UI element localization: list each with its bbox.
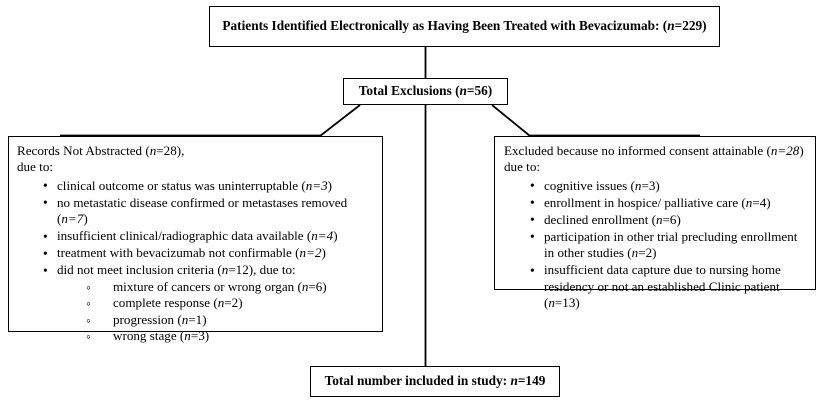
box-exclusions-label: Total Exclusions (n=56): [359, 83, 492, 100]
bullet-text: did not meet inclusion criteria (: [57, 262, 222, 278]
bullet-text-after: =4): [752, 194, 771, 210]
bullet-text: clinical outcome or status was uninterru…: [57, 177, 306, 193]
box-bottom-n-value: =149: [517, 373, 546, 389]
left-box-bullet-list: clinical outcome or status was uninterru…: [17, 177, 374, 346]
bullet-text-after: ): [83, 211, 88, 227]
list-item-inclusion-criteria: did not meet inclusion criteria (n=12), …: [43, 262, 374, 346]
left-box-heading: Records Not Abstracted (n=28),: [17, 143, 374, 159]
sub-bullet-text-after: =1): [188, 311, 207, 327]
box-exclusions-n-value: =56): [466, 83, 493, 99]
left-box-heading-n: n: [149, 143, 157, 158]
box-bottom-n-symbol: n: [510, 373, 518, 389]
bullet-text: insufficient data capture due to nursing…: [544, 262, 781, 311]
box-total-exclusions: Total Exclusions (n=56): [343, 78, 508, 105]
bullet-text-after: ): [333, 228, 338, 244]
bullet-text-after: ): [327, 177, 333, 193]
left-box-sub-bullet-list: mixture of cancers or wrong organ (n=6) …: [57, 278, 374, 346]
box-bottom-label: Total number included in study: n=149: [325, 373, 546, 390]
bullet-n: n: [655, 211, 663, 227]
sub-list-item: wrong stage (n=3): [86, 328, 374, 346]
list-item: no metastatic disease confirmed or metas…: [43, 194, 374, 228]
bullet-n: n=3: [305, 177, 328, 193]
box-top-label: Patients Identified Electronically as Ha…: [222, 18, 706, 35]
bullet-text: declined enrollment (: [544, 211, 656, 227]
right-box-heading-n: n=28: [770, 143, 800, 158]
box-excluded-no-consent: Excluded because no informed consent att…: [494, 136, 816, 310]
box-records-not-abstracted: Records Not Abstracted (n=28), due to: c…: [8, 136, 383, 346]
list-item: treatment with bevacizumab not confirmab…: [43, 245, 374, 263]
sub-bullet-n: n: [181, 311, 189, 327]
bullet-text-after: ): [321, 245, 326, 261]
left-box-subheading: due to:: [17, 159, 54, 175]
right-box-heading-text: Excluded because no informed consent att…: [504, 143, 771, 158]
sub-list-item: progression (n=1): [86, 311, 374, 330]
bullet-n: n=4: [311, 228, 334, 244]
left-box-heading-text: Records Not Abstracted (: [17, 143, 150, 158]
bullet-text: no metastatic disease confirmed or metas…: [57, 194, 348, 227]
left-box-heading-after: =28),: [156, 143, 185, 158]
sub-bullet-text: progression (: [113, 311, 182, 327]
sub-bullet-n: n: [184, 328, 191, 344]
bullet-n: n: [634, 177, 642, 193]
bullet-text: cognitive issues (: [544, 177, 635, 193]
bullet-text-after: =3): [641, 177, 660, 193]
bullet-text-after: =2): [638, 245, 657, 261]
bullet-n: n=7: [61, 211, 84, 227]
box-top-n-symbol: n: [667, 18, 675, 34]
list-item: insufficient data capture due to nursing…: [530, 262, 807, 311]
bullet-n: n: [745, 194, 753, 210]
sub-bullet-text: wrong stage (: [113, 328, 185, 344]
sub-bullet-n: n: [217, 295, 225, 311]
right-box-heading-after: ): [799, 143, 804, 158]
right-box-subheading: due to:: [504, 159, 541, 175]
bullet-n: n: [221, 262, 229, 278]
bullet-text-after: =6): [662, 211, 681, 227]
sub-bullet-n: n: [301, 278, 309, 294]
box-patients-identified: Patients Identified Electronically as Ha…: [209, 6, 720, 47]
sub-bullet-text-after: =2): [224, 295, 243, 311]
bullet-text: participation in other trial precluding …: [544, 228, 798, 261]
bullet-n: n: [631, 245, 639, 261]
list-item: cognitive issues (n=3): [530, 177, 807, 195]
box-total-included: Total number included in study: n=149: [310, 366, 560, 397]
bullet-text: insufficient clinical/radiographic data …: [57, 228, 312, 244]
sub-bullet-text-after: =3): [190, 328, 210, 344]
sub-bullet-text: mixture of cancers or wrong organ (: [113, 278, 302, 294]
sub-list-item: mixture of cancers or wrong organ (n=6): [86, 278, 374, 297]
bullet-text: enrollment in hospice/ palliative care (: [544, 194, 746, 210]
list-item: declined enrollment (n=6): [530, 211, 807, 229]
list-item: clinical outcome or status was uninterru…: [43, 177, 374, 195]
box-bottom-text: Total number included in study:: [324, 373, 511, 389]
bullet-n: n=2: [299, 245, 322, 261]
list-item: participation in other trial precluding …: [530, 228, 807, 262]
connector-exclusions-to-left: [319, 104, 361, 137]
box-exclusions-n-symbol: n: [459, 83, 467, 99]
bullet-text: treatment with bevacizumab not confirmab…: [57, 245, 300, 261]
sub-bullet-text-after: =6): [308, 278, 327, 294]
bullet-text-after: =12), due to:: [228, 262, 296, 278]
bullet-n: n: [548, 295, 555, 311]
list-item: insufficient clinical/radiographic data …: [43, 228, 374, 246]
list-item: enrollment in hospice/ palliative care (…: [530, 194, 807, 212]
box-top-text: Patients Identified Electronically as Ha…: [222, 18, 668, 34]
sub-list-item: complete response (n=2): [86, 295, 374, 313]
box-exclusions-text: Total Exclusions (: [358, 83, 460, 99]
bullet-text-after: =13): [554, 295, 580, 311]
sub-bullet-text: complete response (: [113, 295, 218, 311]
right-box-bullet-list: cognitive issues (n=3) enrollment in hos…: [504, 177, 807, 312]
connector-exclusions-to-right: [491, 104, 531, 137]
box-top-n-value: =229): [674, 18, 707, 34]
right-box-heading: Excluded because no informed consent att…: [504, 143, 807, 159]
